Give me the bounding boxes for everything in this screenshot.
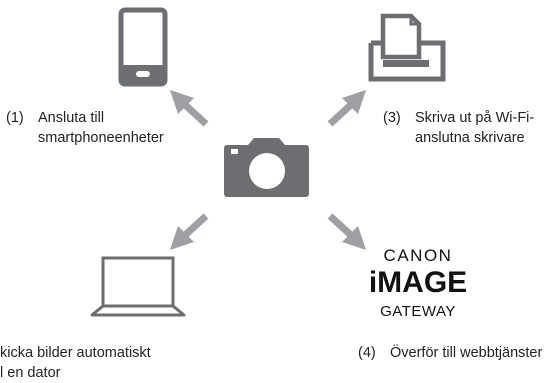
label-printer: (3) Skriva ut på Wi-Fi- anslutna skrivare <box>383 108 534 148</box>
logo-image-text: iMAGE <box>368 266 468 299</box>
printer-icon <box>368 13 446 82</box>
logo-gateway-text: GATEWAY <box>380 303 456 320</box>
label-line1: Skriva ut på Wi-Fi- <box>415 110 535 126</box>
smartphone-icon <box>118 7 168 87</box>
canon-image-gateway-logo: CANON iMAGE GATEWAY <box>366 246 470 326</box>
label-line2: smartphoneenheter <box>38 130 164 146</box>
label-number: (3) <box>383 110 401 126</box>
label-line1: Överför till webbtjänster <box>390 345 543 361</box>
label-line2: anslutna skrivare <box>415 130 525 146</box>
label-line1: kicka bilder automatiskt <box>0 345 151 361</box>
label-computer: kicka bilder automatiskt l en dator <box>0 343 151 383</box>
label-line2: l en dator <box>0 365 61 381</box>
camera-icon <box>224 138 309 197</box>
laptop-icon <box>90 256 186 317</box>
label-number: (4) <box>358 345 376 361</box>
label-smartphone: (1) Ansluta till smartphoneenheter <box>6 108 164 148</box>
label-web-services: (4) Överför till webbtjänster <box>358 343 542 363</box>
label-number: (1) <box>6 110 24 126</box>
label-line1: Ansluta till <box>38 110 105 126</box>
logo-canon-text: CANON <box>383 246 453 265</box>
